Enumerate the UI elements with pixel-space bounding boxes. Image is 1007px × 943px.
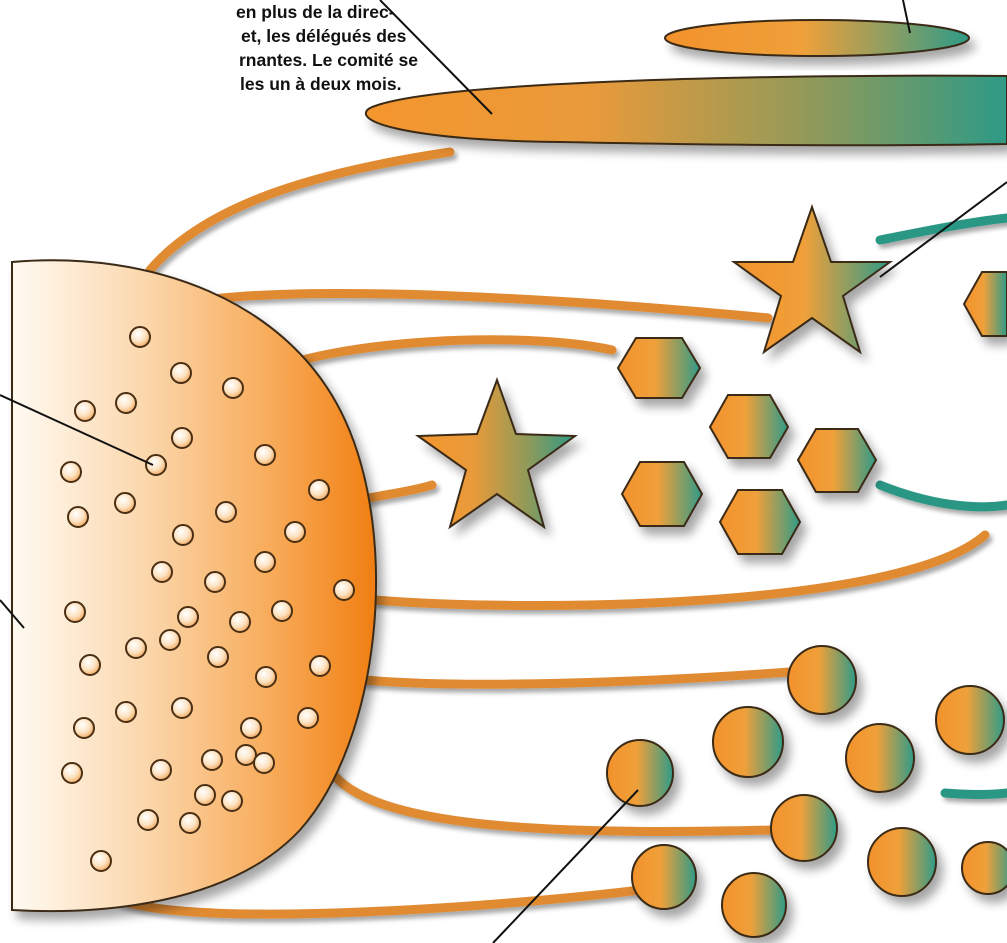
vesicle-dot [115, 493, 135, 513]
star-shape-top [734, 207, 890, 352]
vesicle-dot [138, 810, 158, 830]
vesicle-dot [173, 525, 193, 545]
vesicle-dot [222, 791, 242, 811]
hexagon-shape [798, 429, 876, 492]
vesicle-dot [160, 630, 180, 650]
vesicle-dot [309, 480, 329, 500]
sphere-shape [632, 845, 696, 909]
vesicle-dot [255, 445, 275, 465]
hexagon-shape [964, 272, 1007, 336]
vesicle-dot [298, 708, 318, 728]
vesicle-dot [126, 638, 146, 658]
leader-line-sphere [493, 790, 638, 943]
sphere-shape [962, 842, 1007, 894]
hexagon-shape [720, 490, 800, 554]
leader-line-star [880, 182, 1007, 277]
star-shape-mid [418, 380, 575, 527]
sphere-shape [868, 828, 936, 896]
vesicle-dot [172, 428, 192, 448]
sphere-shape [788, 646, 856, 714]
vesicle-dot [195, 785, 215, 805]
ellipse-small-top [665, 20, 969, 56]
vesicle-dot [91, 851, 111, 871]
vesicle-dot [205, 572, 225, 592]
vesicle-dot [171, 363, 191, 383]
teal-connector-low [945, 793, 1007, 795]
teal-connector-mid [880, 485, 1007, 507]
sphere-shape [713, 707, 783, 777]
sphere-shape [846, 724, 914, 792]
hexagon-shape [618, 338, 700, 398]
vesicle-dot [62, 763, 82, 783]
connector-cell-to-sphere-low1 [330, 770, 775, 831]
vesicle-dot [254, 753, 274, 773]
vesicle-dot [272, 601, 292, 621]
vesicle-dot [130, 327, 150, 347]
vesicle-dot [68, 507, 88, 527]
vesicle-dot [255, 552, 275, 572]
hexagon-shape [622, 462, 702, 526]
vesicle-dot [334, 580, 354, 600]
vesicle-dot [151, 760, 171, 780]
sphere-shape [722, 873, 786, 937]
vesicle-dot [65, 602, 85, 622]
vesicle-dot [241, 718, 261, 738]
connector-cell-to-sphere-low2 [120, 890, 640, 914]
sphere-shape [771, 795, 837, 861]
connector-cell-to-right-long [375, 535, 985, 605]
connector-cell-to-ellipse [150, 152, 450, 270]
hexagon-shape [710, 395, 788, 458]
vesicle-dot [178, 607, 198, 627]
vesicle-dot [146, 455, 166, 475]
vesicle-dot [172, 698, 192, 718]
connector-cell-to-sphere-top [365, 672, 790, 684]
vesicle-dot [285, 522, 305, 542]
vesicle-dot [61, 462, 81, 482]
vesicle-dot [75, 401, 95, 421]
vesicle-dot [256, 667, 276, 687]
vesicle-dot [202, 750, 222, 770]
vesicle-dot [216, 502, 236, 522]
vesicle-dot [230, 612, 250, 632]
vesicle-dot [152, 562, 172, 582]
vesicle-dot [116, 702, 136, 722]
ellipse-large [366, 76, 1007, 146]
vesicle-dot [74, 718, 94, 738]
sphere-shape [607, 740, 673, 806]
connector-cell-to-star-mid [360, 485, 432, 500]
vesicle-dot [180, 813, 200, 833]
vesicle-dot [236, 745, 256, 765]
vesicle-dot [310, 656, 330, 676]
vesicle-dot [80, 655, 100, 675]
vesicle-dot [116, 393, 136, 413]
connector-cell-to-star-top [205, 293, 768, 318]
vesicle-dot [223, 378, 243, 398]
sphere-shape [936, 686, 1004, 754]
vesicle-dot [208, 647, 228, 667]
